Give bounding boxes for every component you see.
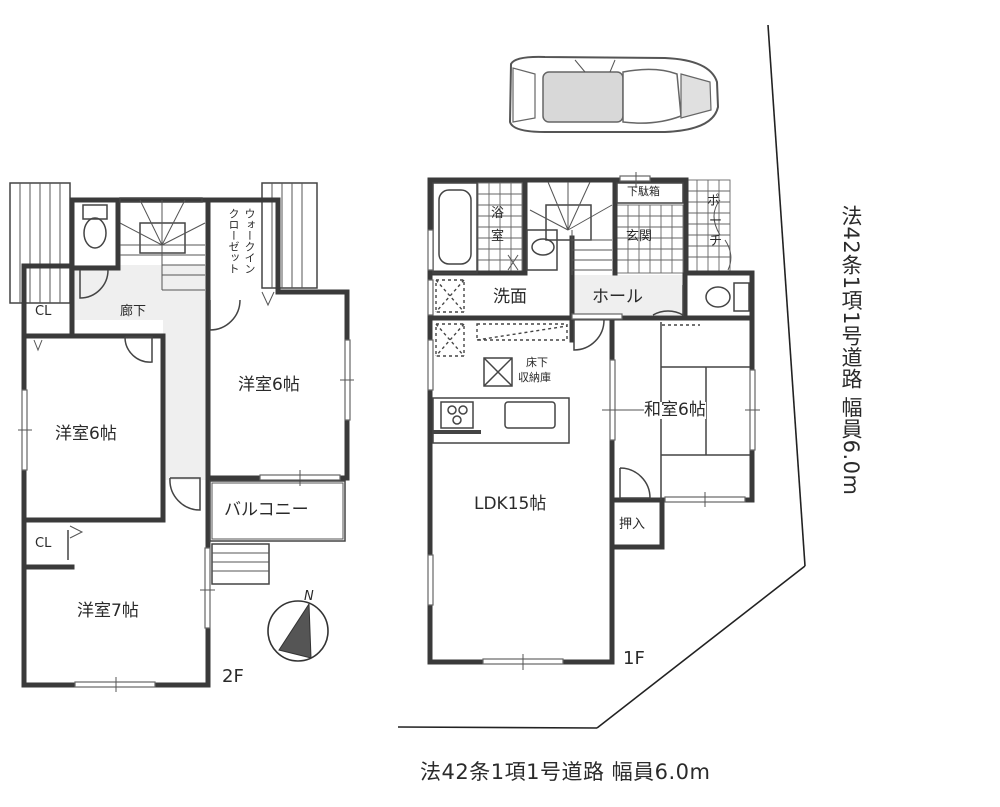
doors-1f	[507, 199, 732, 499]
porch-label-3: チ	[709, 234, 723, 249]
floor-label-1f: 1F	[623, 648, 645, 669]
stairs-1f-icon	[529, 181, 613, 275]
balcony-label: バルコニー	[224, 500, 309, 520]
washing-machine-space	[435, 279, 568, 357]
floor-2f	[9, 182, 354, 692]
stairs-2f-icon	[119, 197, 206, 291]
compass-north-label: N	[304, 589, 314, 604]
balcony-outline	[209, 480, 346, 585]
ldk-label: LDK15帖	[474, 494, 547, 514]
closet-label-top: CL	[35, 304, 52, 319]
entrance-label: 玄関	[626, 229, 653, 244]
doors-2f	[33, 269, 275, 560]
deck-left	[9, 182, 71, 304]
underfloor-storage-label-2: 収納庫	[518, 371, 551, 384]
toilet-1f-icon	[705, 282, 750, 312]
car-icon	[508, 55, 720, 133]
hallway-label: 廊下	[120, 304, 147, 319]
hall-label: ホール	[592, 287, 643, 307]
underfloor-storage-label-1: 床下	[526, 356, 548, 369]
bathtub-icon	[432, 182, 478, 274]
walk-in-closet-label-2: クローゼット	[227, 208, 240, 274]
entrance-tiles	[616, 204, 684, 274]
compass-icon	[267, 600, 329, 662]
toilet-2f-icon	[82, 204, 108, 249]
closet-label-bottom: CL	[35, 536, 52, 551]
road-label-east: 法42条1項1号道路 幅員6.0m	[839, 205, 863, 496]
porch-label-2: ー	[709, 214, 723, 229]
windows-1f	[427, 172, 760, 670]
washbasin-icon	[526, 229, 558, 271]
washroom-label: 洗面	[493, 287, 527, 307]
floor-label-2f: 2F	[222, 666, 244, 687]
walk-in-closet-label-1: ウォークイン	[243, 208, 256, 274]
room-label-western-6-left: 洋室6帖	[55, 424, 117, 444]
road-label-south: 法42条1項1号道路 幅員6.0m	[420, 760, 711, 784]
japanese-room-label: 和室6帖	[644, 400, 706, 420]
kitchen-counter	[432, 397, 570, 444]
room-label-western-7: 洋室7帖	[77, 601, 139, 621]
bath-tiles	[477, 182, 523, 274]
futon-closet-label: 押入	[619, 517, 646, 532]
windows-2f	[18, 339, 354, 692]
shoe-cabinet-outline	[616, 182, 684, 204]
underfloor-storage-icon	[483, 357, 513, 387]
shoe-cabinet-label: 下駄箱	[627, 185, 660, 198]
porch-tiles	[685, 179, 731, 274]
porch-label-1: ポ	[707, 194, 721, 209]
floor-1f	[427, 172, 760, 670]
site-boundary	[397, 24, 806, 729]
bathroom-label-2: 室	[491, 229, 505, 244]
bathroom-label-1: 浴	[491, 206, 505, 221]
room-label-western-6-right: 洋室6帖	[238, 375, 300, 395]
